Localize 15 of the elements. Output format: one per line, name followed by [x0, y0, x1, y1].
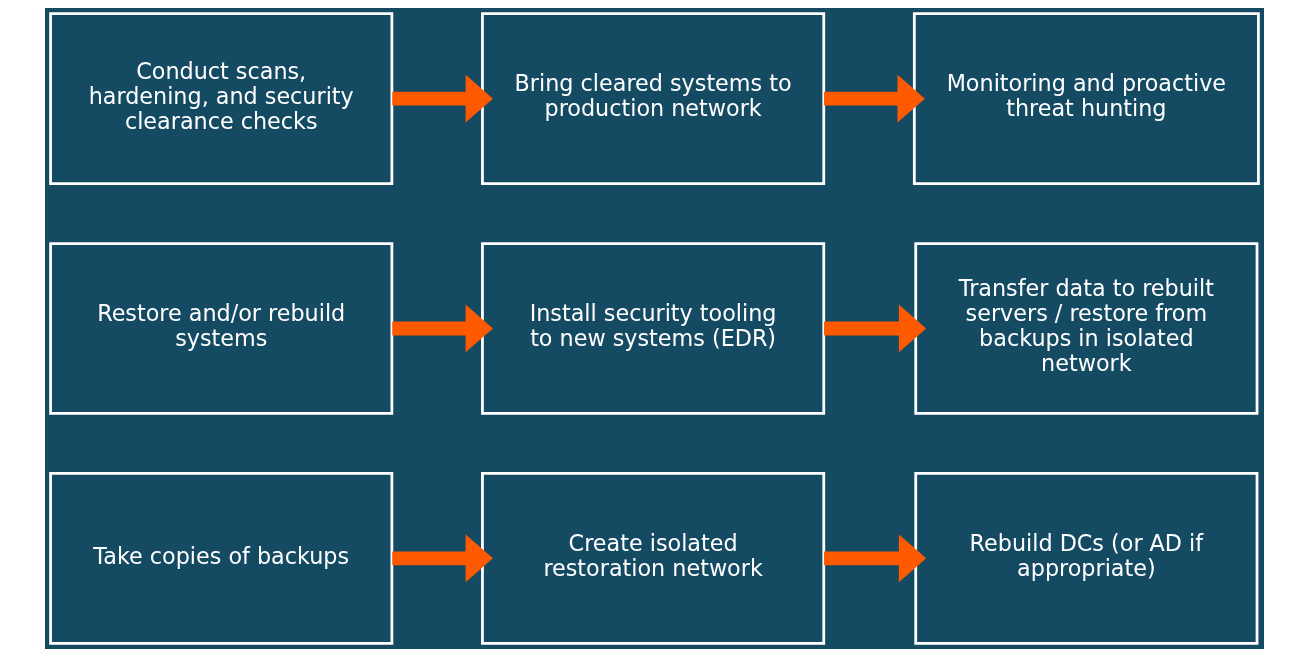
node-box: Transfer data to rebuilt servers / restore from backups in isolated network: [914, 242, 1259, 415]
node-box: Bring cleared systems to production network: [481, 12, 826, 185]
arrow: [392, 74, 493, 123]
node-box: Rebuild DCs (or AD if appropriate): [914, 472, 1259, 645]
arrow: [392, 304, 493, 353]
node-box: Restore and/or rebuild systems: [49, 242, 394, 415]
arrow: [824, 304, 927, 353]
node-box: Monitoring and proactive threat hunting: [912, 12, 1260, 185]
arrow: [824, 74, 925, 123]
node-box: Create isolated restoration network: [481, 472, 826, 645]
node-box: Take copies of backups: [49, 472, 394, 645]
node-box: Install security tooling to new systems (EDR): [481, 242, 826, 415]
arrow: [824, 534, 927, 583]
node-box: Conduct scans, hardening, and security clearance checks: [49, 12, 394, 185]
arrow: [392, 534, 493, 583]
